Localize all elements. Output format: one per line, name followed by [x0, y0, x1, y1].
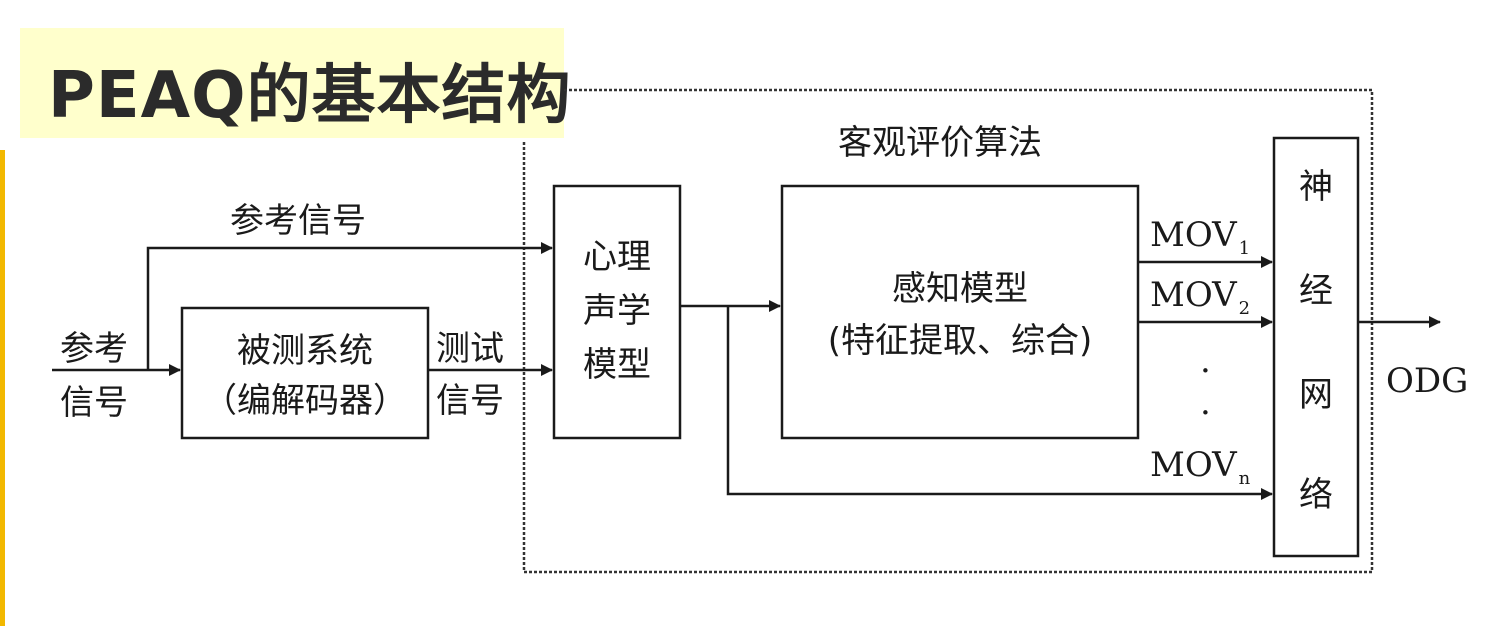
perceptual-line1: 感知模型: [892, 269, 1028, 309]
algorithm-region-label: 客观评价算法: [838, 123, 1042, 163]
test-signal-line1: 测试: [436, 329, 504, 369]
perceptual-model-box: [780, 184, 1140, 440]
psycho-line3: 模型: [583, 345, 651, 385]
input-label-line2: 信号: [60, 383, 128, 423]
algorithm-region-border: [522, 88, 1374, 574]
nn-char-3: 网: [1299, 375, 1333, 415]
test-signal-line2: 信号: [436, 381, 504, 421]
nn-char-2: 经: [1299, 271, 1333, 311]
accent-bar: [0, 150, 5, 626]
bypass-line: [726, 306, 1273, 500]
nn-char-4: 络: [1299, 475, 1333, 515]
psychoacoustic-model-box: [552, 184, 682, 440]
page-title: PEAQ的基本结构: [48, 59, 572, 133]
output-label: ODG: [1386, 361, 1468, 401]
nn-char-1: 神: [1299, 167, 1333, 207]
ellipsis-dot-2: .: [1200, 383, 1211, 423]
neural-network-box: [1272, 136, 1360, 558]
psycho-line1: 心理: [583, 237, 651, 277]
system-under-test-box: [180, 306, 430, 440]
system-box-line2: （编解码器）: [203, 381, 407, 421]
psycho-line2: 声学: [583, 291, 651, 331]
ellipsis-dot-1: .: [1200, 341, 1211, 381]
reference-signal-label: 参考信号: [230, 201, 366, 241]
title-background: [20, 28, 564, 138]
system-box-line1: 被测系统: [237, 331, 373, 371]
reference-signal-line: [146, 242, 553, 370]
input-label-line1: 参考: [60, 329, 128, 369]
perceptual-line2: (特征提取、综合): [828, 321, 1093, 361]
